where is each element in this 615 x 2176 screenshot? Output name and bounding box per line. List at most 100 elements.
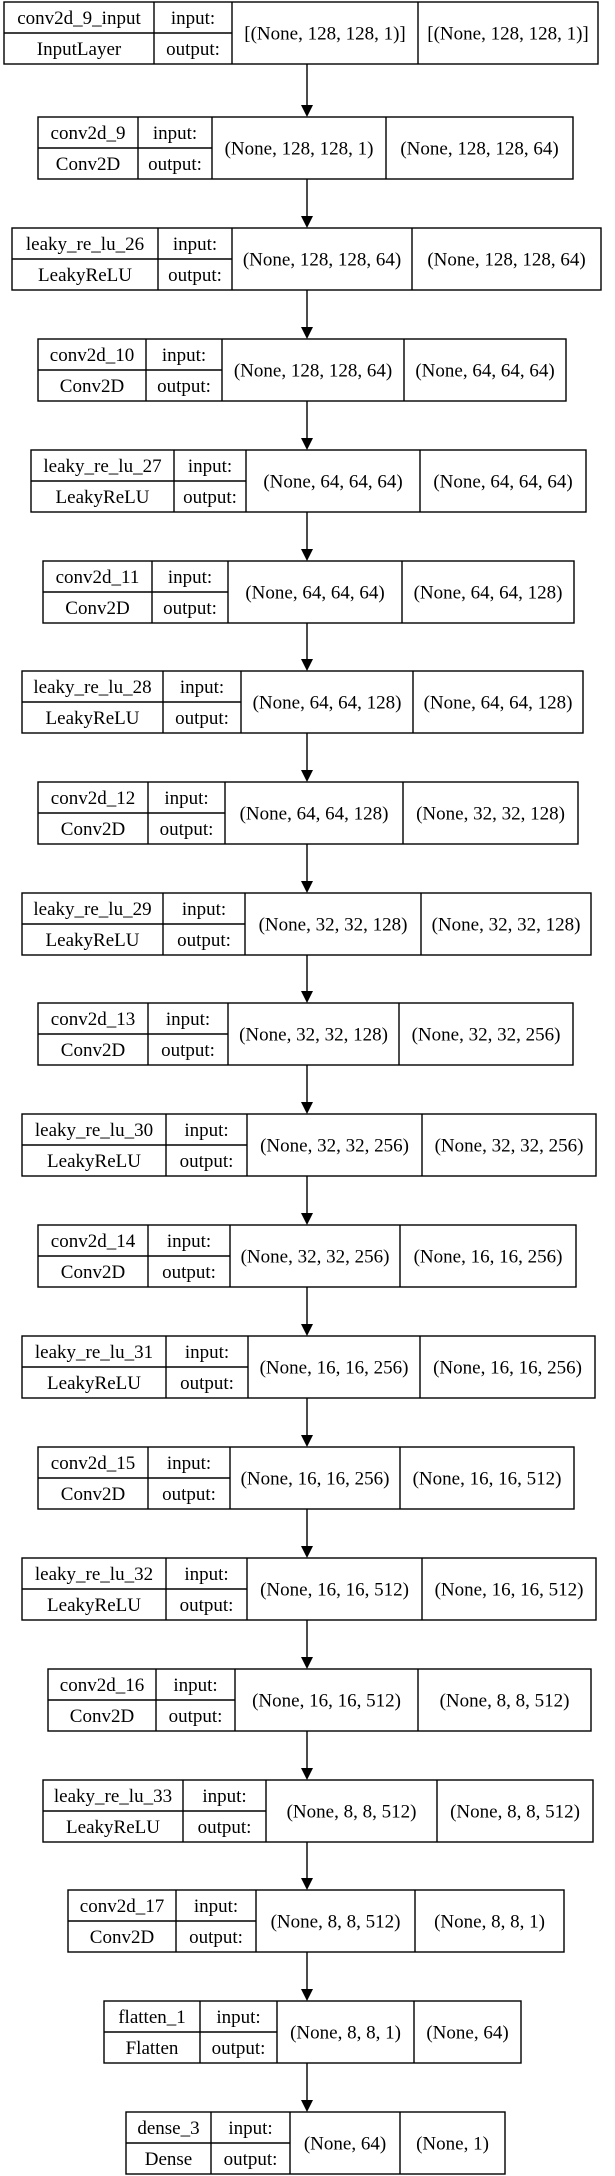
output-shape: (None, 32, 32, 128): [416, 804, 565, 825]
output-shape: (None, 64): [426, 2023, 508, 2044]
input-label: input:: [171, 8, 215, 29]
input-shape: (None, 16, 16, 512): [260, 1580, 409, 1601]
layer-class: LeakyReLU: [56, 487, 150, 508]
edge-arrowhead: [301, 549, 313, 561]
output-label: output:: [162, 1262, 216, 1283]
input-shape: (None, 64, 64, 64): [245, 583, 384, 604]
output-shape: (None, 1): [416, 2134, 489, 2155]
edge-arrowhead: [301, 1657, 313, 1669]
output-label: output:: [162, 1484, 216, 1505]
edge-arrowhead: [301, 327, 313, 339]
output-shape: (None, 32, 32, 256): [412, 1025, 561, 1046]
input-shape: (None, 64): [304, 2134, 386, 2155]
output-label: output:: [224, 2149, 278, 2170]
input-label: input:: [153, 123, 197, 144]
edge-arrowhead: [301, 438, 313, 450]
input-label: input:: [180, 677, 224, 698]
input-shape: (None, 128, 128, 64): [243, 250, 401, 271]
input-shape: (None, 16, 16, 256): [260, 1358, 409, 1379]
output-shape: (None, 16, 16, 256): [414, 1247, 563, 1268]
output-shape: (None, 64, 64, 64): [415, 361, 554, 382]
layer-name: conv2d_17: [80, 1896, 164, 1917]
output-label: output:: [160, 819, 214, 840]
input-label: input:: [216, 2007, 260, 2028]
layer-class: LeakyReLU: [46, 930, 140, 951]
output-label: output:: [180, 1595, 234, 1616]
output-shape: (None, 16, 16, 256): [433, 1358, 582, 1379]
output-shape: (None, 8, 8, 1): [434, 1912, 545, 1933]
layer-class: LeakyReLU: [46, 708, 140, 729]
layer-name: leaky_re_lu_27: [43, 456, 161, 477]
layer-name: conv2d_13: [51, 1009, 135, 1030]
input-shape: (None, 8, 8, 512): [271, 1912, 401, 1933]
input-shape: (None, 32, 32, 256): [260, 1136, 409, 1157]
input-label: input:: [182, 899, 226, 920]
output-label: output:: [183, 487, 237, 508]
input-label: input:: [194, 1896, 238, 1917]
input-label: input:: [184, 1564, 228, 1585]
output-label: output:: [175, 708, 229, 729]
layer-name: leaky_re_lu_33: [54, 1786, 172, 1807]
output-shape: [(None, 128, 128, 1)]: [427, 24, 588, 45]
output-label: output:: [161, 1040, 215, 1061]
edge-arrowhead: [301, 659, 313, 671]
output-label: output:: [180, 1373, 234, 1394]
layer-class: Conv2D: [90, 1927, 154, 1948]
layer-name: conv2d_14: [51, 1231, 136, 1252]
layer-name: conv2d_11: [56, 567, 140, 588]
input-shape: [(None, 128, 128, 1)]: [244, 24, 405, 45]
output-shape: (None, 64, 64, 128): [414, 583, 563, 604]
output-label: output:: [169, 1706, 223, 1727]
layer-name: leaky_re_lu_32: [35, 1564, 153, 1585]
layer-name: conv2d_9: [51, 123, 126, 144]
layer-name: conv2d_10: [50, 345, 134, 366]
output-shape: (None, 64, 64, 128): [424, 693, 573, 714]
input-label: input:: [167, 1453, 211, 1474]
layer-class: Conv2D: [61, 1262, 125, 1283]
layer-name: leaky_re_lu_29: [33, 899, 151, 920]
input-shape: (None, 32, 32, 128): [259, 915, 408, 936]
layer-name: flatten_1: [118, 2007, 186, 2028]
input-label: input:: [167, 1231, 211, 1252]
output-label: output:: [189, 1927, 243, 1948]
output-label: output:: [157, 376, 211, 397]
layer-class: Conv2D: [65, 598, 129, 619]
input-shape: (None, 8, 8, 1): [290, 2023, 401, 2044]
edge-arrowhead: [301, 1102, 313, 1114]
input-label: input:: [184, 1120, 228, 1141]
layer-name: leaky_re_lu_26: [26, 234, 144, 255]
output-label: output:: [148, 154, 202, 175]
layer-name: conv2d_15: [51, 1453, 135, 1474]
edge-arrowhead: [301, 881, 313, 893]
edge-arrowhead: [301, 1324, 313, 1336]
layer-class: Conv2D: [61, 819, 125, 840]
output-shape: (None, 32, 32, 256): [435, 1136, 584, 1157]
edge-arrowhead: [301, 1213, 313, 1225]
layer-class: LeakyReLU: [38, 265, 132, 286]
layer-class: Conv2D: [61, 1484, 125, 1505]
output-label: output:: [163, 598, 217, 619]
input-shape: (None, 32, 32, 256): [241, 1247, 390, 1268]
input-shape: (None, 64, 64, 128): [240, 804, 389, 825]
output-label: output:: [177, 930, 231, 951]
layer-name: conv2d_9_input: [17, 8, 141, 29]
input-shape: (None, 16, 16, 512): [252, 1691, 401, 1712]
layer-class: LeakyReLU: [47, 1151, 141, 1172]
input-label: input:: [162, 345, 206, 366]
input-shape: (None, 128, 128, 1): [225, 139, 374, 160]
input-label: input:: [173, 234, 217, 255]
layer-class: Conv2D: [56, 154, 120, 175]
layer-class: LeakyReLU: [66, 1817, 160, 1838]
input-shape: (None, 128, 128, 64): [234, 361, 392, 382]
layer-name: leaky_re_lu_31: [35, 1342, 153, 1363]
input-label: input:: [202, 1786, 246, 1807]
input-shape: (None, 32, 32, 128): [239, 1025, 388, 1046]
edge-arrowhead: [301, 1768, 313, 1780]
layer-name: leaky_re_lu_28: [33, 677, 151, 698]
output-shape: (None, 64, 64, 64): [433, 472, 572, 493]
output-shape: (None, 16, 16, 512): [413, 1469, 562, 1490]
edge-arrowhead: [301, 1989, 313, 2001]
input-shape: (None, 8, 8, 512): [287, 1802, 417, 1823]
edge-arrowhead: [301, 105, 313, 117]
